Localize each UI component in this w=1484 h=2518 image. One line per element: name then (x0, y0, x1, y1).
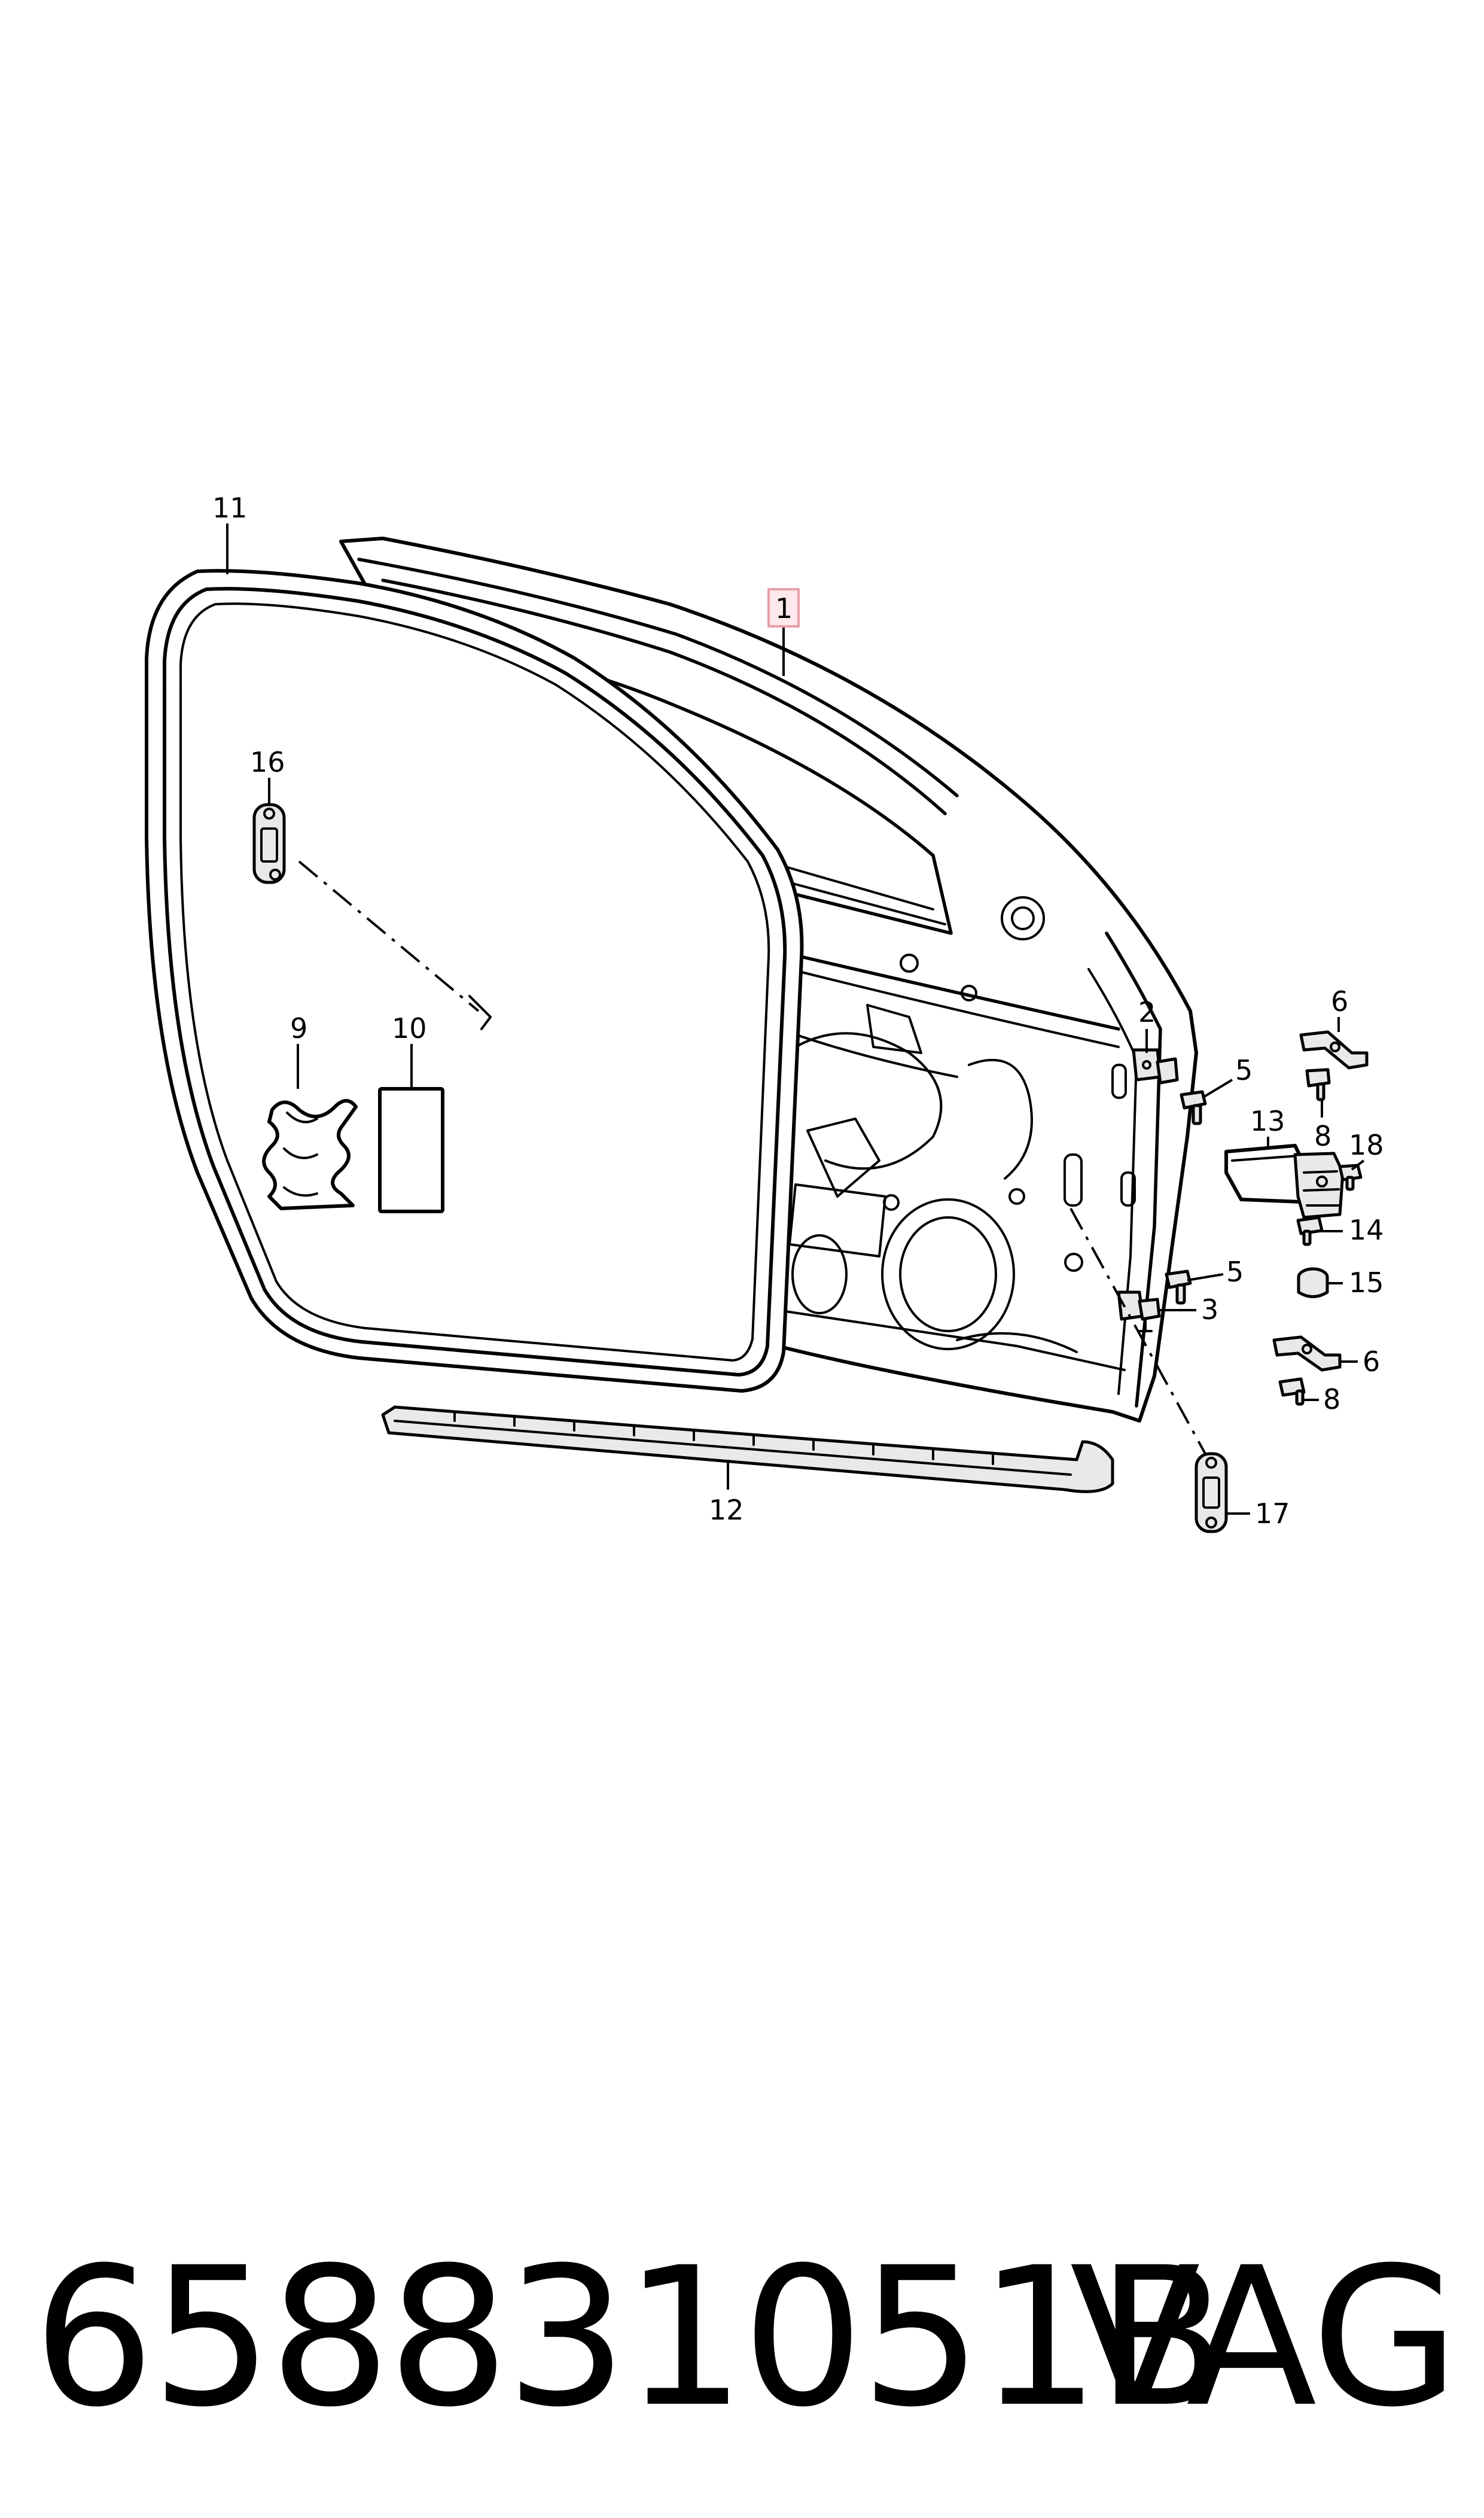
bolt-part-5-lower (1165, 1269, 1192, 1305)
bracket-part-3 (1117, 1290, 1161, 1332)
door-parts-diagram: 1 11 16 9 10 12 2 5 5 3 6 8 13 18 14 15 … (145, 492, 1384, 1533)
callout-6-lower: 6 (1363, 1345, 1380, 1378)
callout-3: 3 (1201, 1293, 1218, 1326)
door-check-part-13 (1224, 1144, 1345, 1219)
callout-15: 15 (1349, 1266, 1384, 1299)
part-number: 658831051B (33, 2227, 1228, 2449)
callout-14: 14 (1349, 1214, 1384, 1246)
callout-1-highlight-box (767, 588, 800, 628)
callout-12: 12 (709, 1494, 744, 1526)
leader-lines (226, 523, 1365, 1515)
callout-8-lower: 8 (1323, 1383, 1340, 1415)
cap-part-15 (1297, 1267, 1329, 1298)
callout-6-upper: 6 (1331, 985, 1348, 1018)
foil-part-10 (378, 1087, 444, 1213)
callout-17: 17 (1255, 1497, 1290, 1530)
callout-2: 2 (1138, 996, 1156, 1028)
bolt-part-8-upper (1305, 1068, 1331, 1101)
callout-5-lower: 5 (1226, 1256, 1244, 1288)
callout-16: 16 (250, 746, 285, 778)
bolt-part-8-lower (1278, 1377, 1306, 1406)
callout-8-upper: 8 (1314, 1120, 1331, 1152)
door-moulding-strip (381, 1405, 1114, 1493)
plug-part-17 (1069, 1208, 1228, 1533)
brand-label: VAG (1069, 2227, 1459, 2449)
callout-labels: 1 11 16 9 10 12 2 5 5 3 6 8 13 18 14 15 … (212, 492, 1384, 1530)
callout-13: 13 (1250, 1105, 1285, 1137)
bracket-part-6-lower (1272, 1335, 1342, 1372)
callout-5-upper: 5 (1235, 1054, 1253, 1086)
callout-11: 11 (212, 492, 248, 524)
bracket-part-2 (1132, 1048, 1179, 1085)
bracket-part-6-upper (1299, 1030, 1369, 1070)
sound-pad-part-9 (262, 1099, 358, 1210)
callout-18: 18 (1349, 1129, 1384, 1161)
callout-1: 1 (775, 592, 793, 625)
bolt-part-14 (1296, 1216, 1324, 1246)
callout-9: 9 (290, 1012, 307, 1045)
bolt-part-5-upper (1180, 1090, 1207, 1125)
callout-10: 10 (392, 1012, 427, 1045)
bolt-part-18 (1338, 1164, 1363, 1191)
